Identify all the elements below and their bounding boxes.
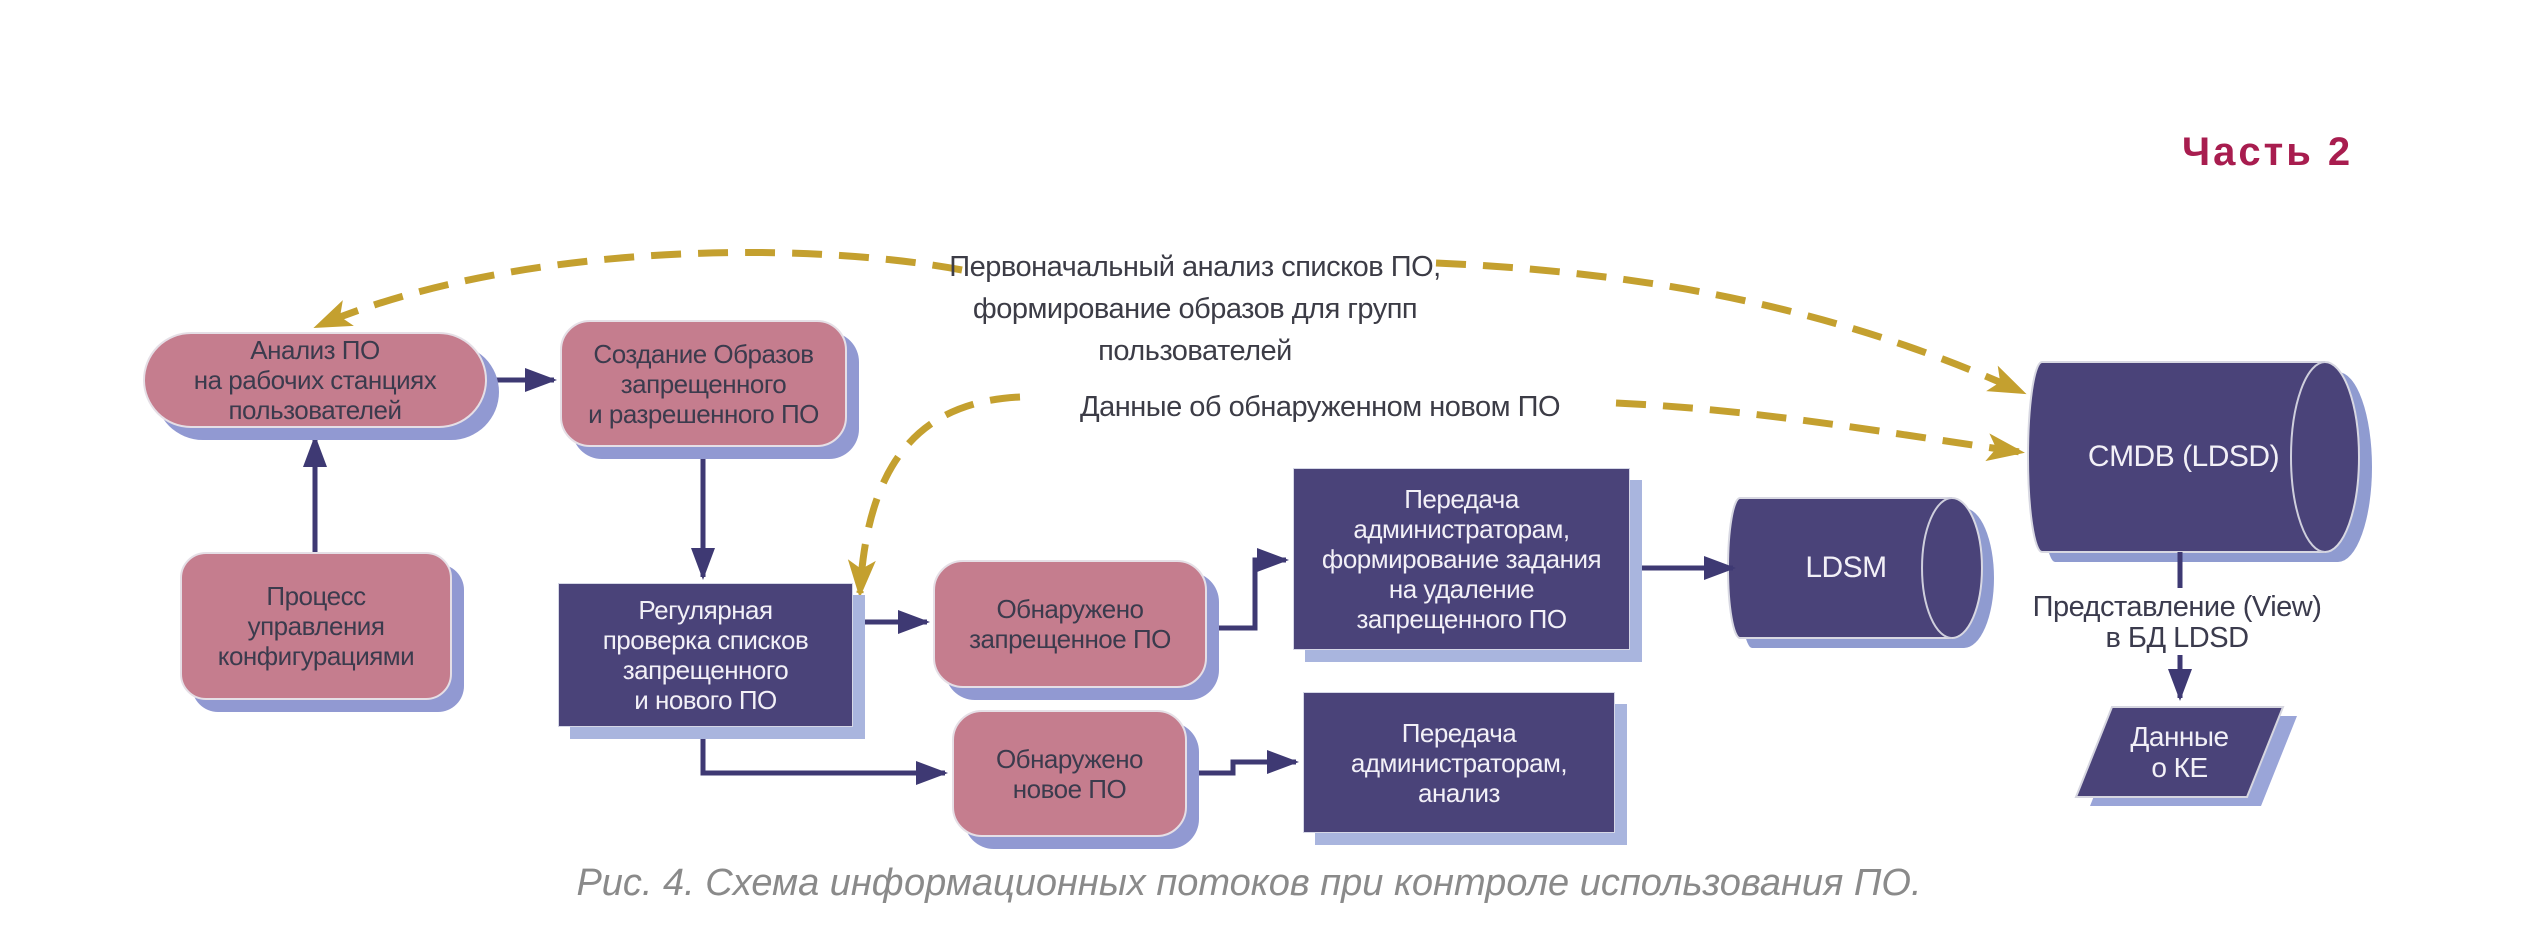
node-forbidden-detected: Обнаружено запрещенное ПО <box>933 560 1207 688</box>
dashed-arrow-initial-to-cmdb <box>1435 259 2027 396</box>
cylinder-ldsm-label: LDSM <box>1805 551 1887 584</box>
dashed-arrow-newdata-to-cmdb <box>1615 399 2025 462</box>
dashed-arrow-initial-to-analysis <box>313 248 963 330</box>
node-admin-delete-task: Передача администраторам, формирование з… <box>1293 468 1630 650</box>
label-view-in-ldsd: Представление (View) в БД LDSD <box>2032 591 2322 654</box>
cylinder-cmdb-face-arc <box>2290 361 2326 553</box>
label-initial-analysis-flow: Первоначальный анализ списков ПО, формир… <box>949 251 1441 367</box>
label-new-software-flow: Данные об обнаруженном новом ПО <box>1079 391 1561 423</box>
parallelogram-ke-label: Данные о КЕ <box>2130 721 2229 783</box>
part-heading: Часть 2 <box>2182 130 2354 174</box>
node-admin-analysis: Передача администраторам, анализ <box>1303 692 1615 833</box>
node-config-management: Процесс управления конфигурациями <box>180 552 452 700</box>
figure-caption: Рис. 4. Схема информационных потоков при… <box>576 862 1922 904</box>
cylinder-cmdb-label: CMDB (LDSD) <box>2087 440 2280 473</box>
node-software-analysis: Анализ ПО на рабочих станциях пользовате… <box>143 332 487 428</box>
node-regular-check: Регулярная проверка списков запрещенного… <box>558 583 853 727</box>
arrow-new-to-analysis-transfer <box>1187 750 1299 776</box>
cylinder-ldsm-face-arc <box>1921 497 1953 639</box>
node-new-detected: Обнаружено новое ПО <box>952 710 1187 837</box>
node-create-images: Создание Образов запрещенного и разрешен… <box>560 320 847 447</box>
arrow-check-to-new <box>700 727 948 785</box>
arrow-forbidden-to-transfer <box>1207 548 1289 631</box>
dashed-arrow-newdata-to-check <box>847 393 1021 598</box>
parallelogram-ke <box>2074 706 2285 798</box>
